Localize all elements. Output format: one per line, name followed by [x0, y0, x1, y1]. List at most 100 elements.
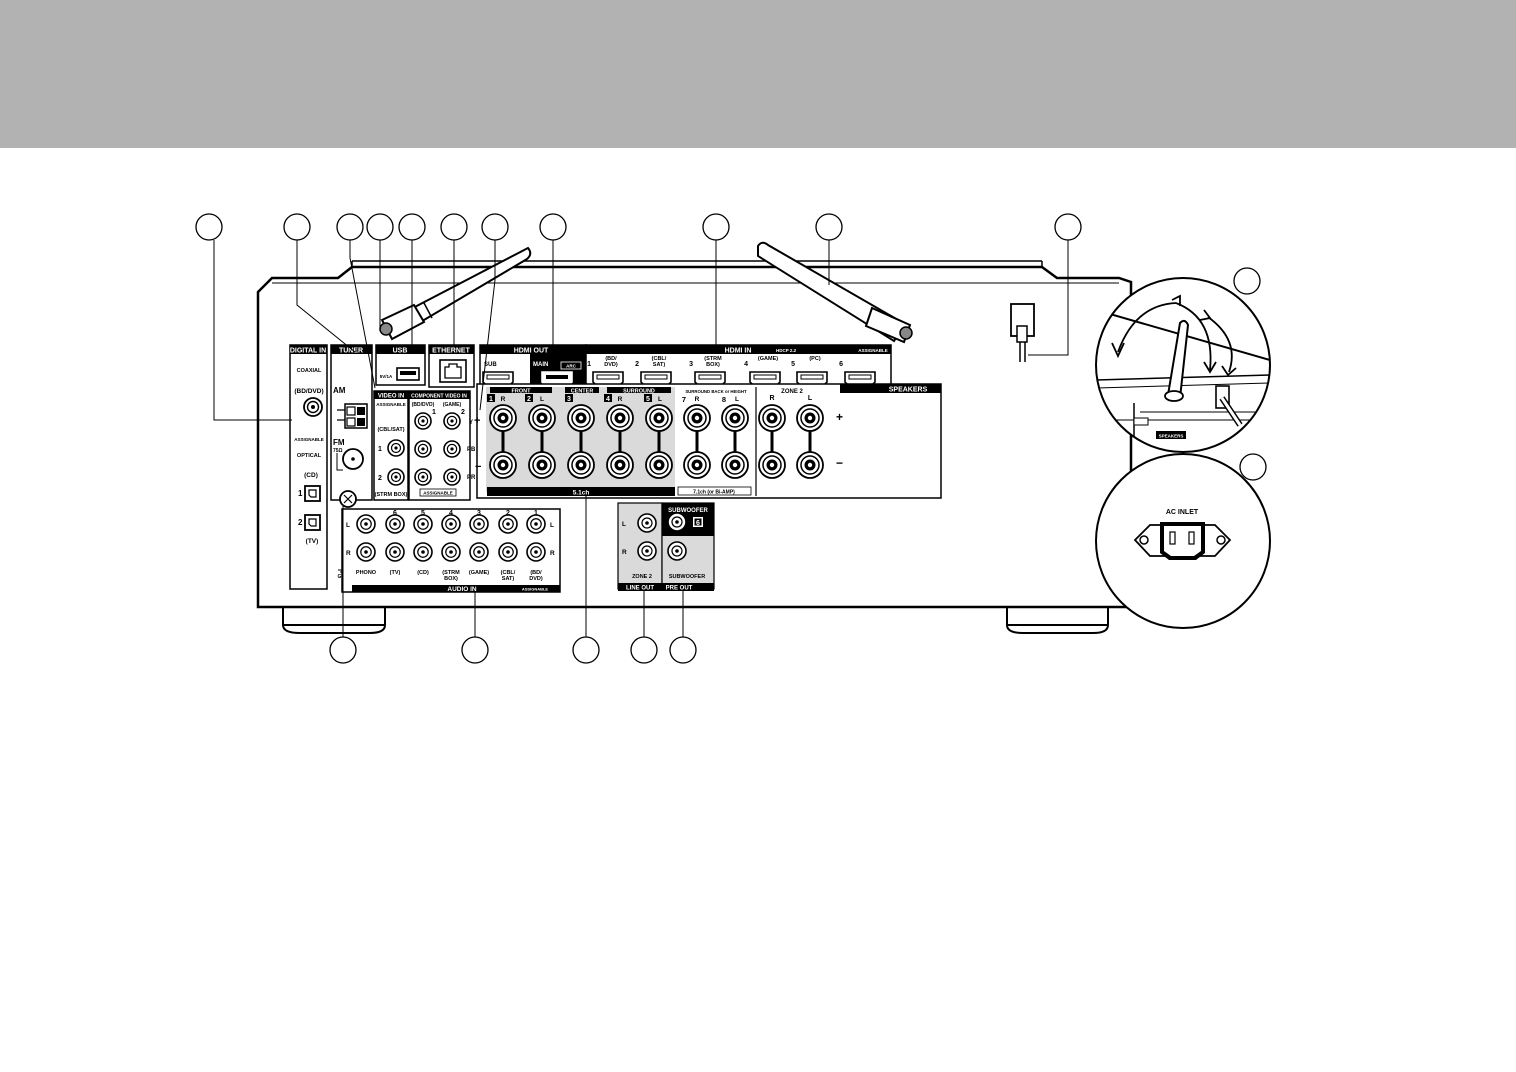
ch2-number: 2: [527, 396, 531, 403]
ch5-side: L: [658, 396, 662, 403]
component-video-section: COMPONENT VIDEO IN (BD/DVD) (GAME) 1 2 Y…: [408, 390, 476, 501]
gnd-terminal[interactable]: [339, 490, 357, 508]
hdmi-in-port-number: 1: [587, 361, 591, 368]
speaker-terminal-6-minus[interactable]: [683, 451, 711, 479]
speaker-terminal-4-plus[interactable]: [606, 404, 634, 432]
ch4-side: R: [618, 396, 623, 403]
hdmi-out-main-port[interactable]: [541, 371, 573, 386]
audio-in-5-l-jack[interactable]: [469, 514, 489, 534]
video-in-jack-1[interactable]: [387, 439, 405, 457]
hdmi-out-title: HDMI OUT: [514, 348, 549, 355]
usb-port[interactable]: [396, 367, 420, 381]
pre-out-section: SUBWOOFER 6 SUBWOOFER PRE OUT: [661, 502, 715, 592]
component-num1: 1: [432, 409, 436, 416]
ethernet-port[interactable]: [439, 359, 467, 383]
optical1-jack[interactable]: [304, 485, 321, 502]
hdmi-in-title: HDMI IN: [725, 348, 752, 355]
speakers-plus-left: +: [474, 415, 480, 427]
audio-in-6-r-jack[interactable]: [498, 542, 518, 562]
usb-section: USB 5V/1A: [375, 344, 426, 386]
feet: [282, 607, 1109, 634]
coaxial-jack[interactable]: [303, 397, 323, 417]
video-in-title: VIDEO IN: [378, 394, 404, 400]
component-bd-dvd-pr-jack[interactable]: [414, 468, 432, 486]
hdmi-out-arc-label: ARC: [566, 364, 576, 369]
optical2-jack[interactable]: [304, 514, 321, 531]
zone2-l-label: L: [808, 395, 813, 402]
optical1-input-label: (CD): [304, 472, 318, 479]
audio-in-3-r-jack[interactable]: [413, 542, 433, 562]
speaker-terminal-4-minus[interactable]: [606, 451, 634, 479]
audio-in-1-l-jack[interactable]: [356, 514, 376, 534]
speaker-terminal-2-plus[interactable]: [528, 404, 556, 432]
audio-in-7-r-jack[interactable]: [526, 542, 546, 562]
component-game-y-jack[interactable]: [443, 412, 461, 430]
speaker-terminal-3-minus[interactable]: [567, 451, 595, 479]
audio-in-4-r-jack[interactable]: [441, 542, 461, 562]
speaker-terminal-7-plus[interactable]: [721, 404, 749, 432]
audio-in-column-number: 3: [477, 510, 481, 517]
callout-6: [440, 213, 468, 241]
hdmi-in-section: HDMI IN HDCP 2.2 ASSIGNABLE 1(BD/DVD)2(C…: [585, 344, 892, 386]
component-game-pb-jack[interactable]: [443, 440, 461, 458]
audio-in-5-r-jack[interactable]: [469, 542, 489, 562]
surround-back-label: SURROUND BACK or HEIGHT: [685, 389, 747, 394]
subwoofer-jack-2[interactable]: [667, 541, 687, 561]
hdmi-out-sub-port[interactable]: [482, 371, 514, 386]
audio-in-column-label: (GAME): [469, 570, 489, 576]
hdmi-in-port-2[interactable]: [640, 371, 672, 386]
speakers-section: SPEAKERS + − + − FRONT CENTER SURROUND S…: [474, 383, 942, 499]
subwoofer-jack-1[interactable]: [667, 512, 687, 532]
callout-18: [669, 636, 697, 664]
fm-antenna-jack[interactable]: [342, 448, 364, 470]
hdmi-in-port-label: (CBL/SAT): [652, 356, 667, 368]
speaker-terminal-1-plus[interactable]: [489, 404, 517, 432]
am-antenna-terminal[interactable]: [337, 403, 368, 429]
component-col1: (BD/DVD): [412, 402, 435, 408]
speaker-terminal-9-plus[interactable]: [796, 404, 824, 432]
component-bd-dvd-pb-jack[interactable]: [414, 440, 432, 458]
ethernet-section: ETHERNET: [428, 344, 475, 388]
speaker-terminal-9-minus[interactable]: [796, 451, 824, 479]
speaker-terminal-3-plus[interactable]: [567, 404, 595, 432]
video-in-jack-2[interactable]: [387, 468, 405, 486]
audio-in-7-l-jack[interactable]: [526, 514, 546, 534]
audio-in-2-l-jack[interactable]: [385, 514, 405, 534]
speaker-terminal-7-minus[interactable]: [721, 451, 749, 479]
hdmi-in-port-6[interactable]: [844, 371, 876, 386]
line-out-title: LINE OUT: [626, 586, 654, 592]
component-game-pr-jack[interactable]: [443, 468, 461, 486]
speaker-terminal-6-plus[interactable]: [683, 404, 711, 432]
audio-in-3-l-jack[interactable]: [413, 514, 433, 534]
speaker-terminal-1-minus[interactable]: [489, 451, 517, 479]
hdmi-in-port-4[interactable]: [749, 371, 781, 386]
optical2-input-label: (TV): [306, 538, 319, 545]
speaker-terminal-2-minus[interactable]: [528, 451, 556, 479]
line-out-r-jack[interactable]: [637, 541, 657, 561]
callout-9: [702, 213, 730, 241]
line-out-l-jack[interactable]: [637, 513, 657, 533]
ch7-side: R: [695, 396, 700, 403]
usb-title: USB: [393, 348, 408, 355]
audio-in-4-l-jack[interactable]: [441, 514, 461, 534]
hdmi-in-port-1[interactable]: [592, 371, 624, 386]
speaker-terminal-8-minus[interactable]: [758, 451, 786, 479]
hdmi-in-assignable-label: ASSIGNABLE: [858, 348, 888, 353]
ac-inlet-inset: AC INLET: [1095, 453, 1271, 629]
ac-inlet-socket[interactable]: [1133, 522, 1232, 560]
component-bd-dvd-y-jack[interactable]: [414, 412, 432, 430]
audio-in-1-r-jack[interactable]: [356, 542, 376, 562]
speaker-terminal-5-plus[interactable]: [645, 404, 673, 432]
speakers-plus-right: +: [836, 410, 843, 424]
hdmi-in-port-3[interactable]: [694, 371, 726, 386]
line-out-r: R: [622, 549, 627, 556]
callout-13: [1239, 453, 1267, 481]
speaker-terminal-5-minus[interactable]: [645, 451, 673, 479]
speaker-terminal-8-plus[interactable]: [758, 404, 786, 432]
audio-in-2-r-jack[interactable]: [385, 542, 405, 562]
hdmi-in-port-label: (PC): [809, 356, 820, 362]
audio-in-6-l-jack[interactable]: [498, 514, 518, 534]
hdmi-in-port-number: 2: [635, 361, 639, 368]
hdmi-in-port-5[interactable]: [796, 371, 828, 386]
callout-15: [461, 636, 489, 664]
